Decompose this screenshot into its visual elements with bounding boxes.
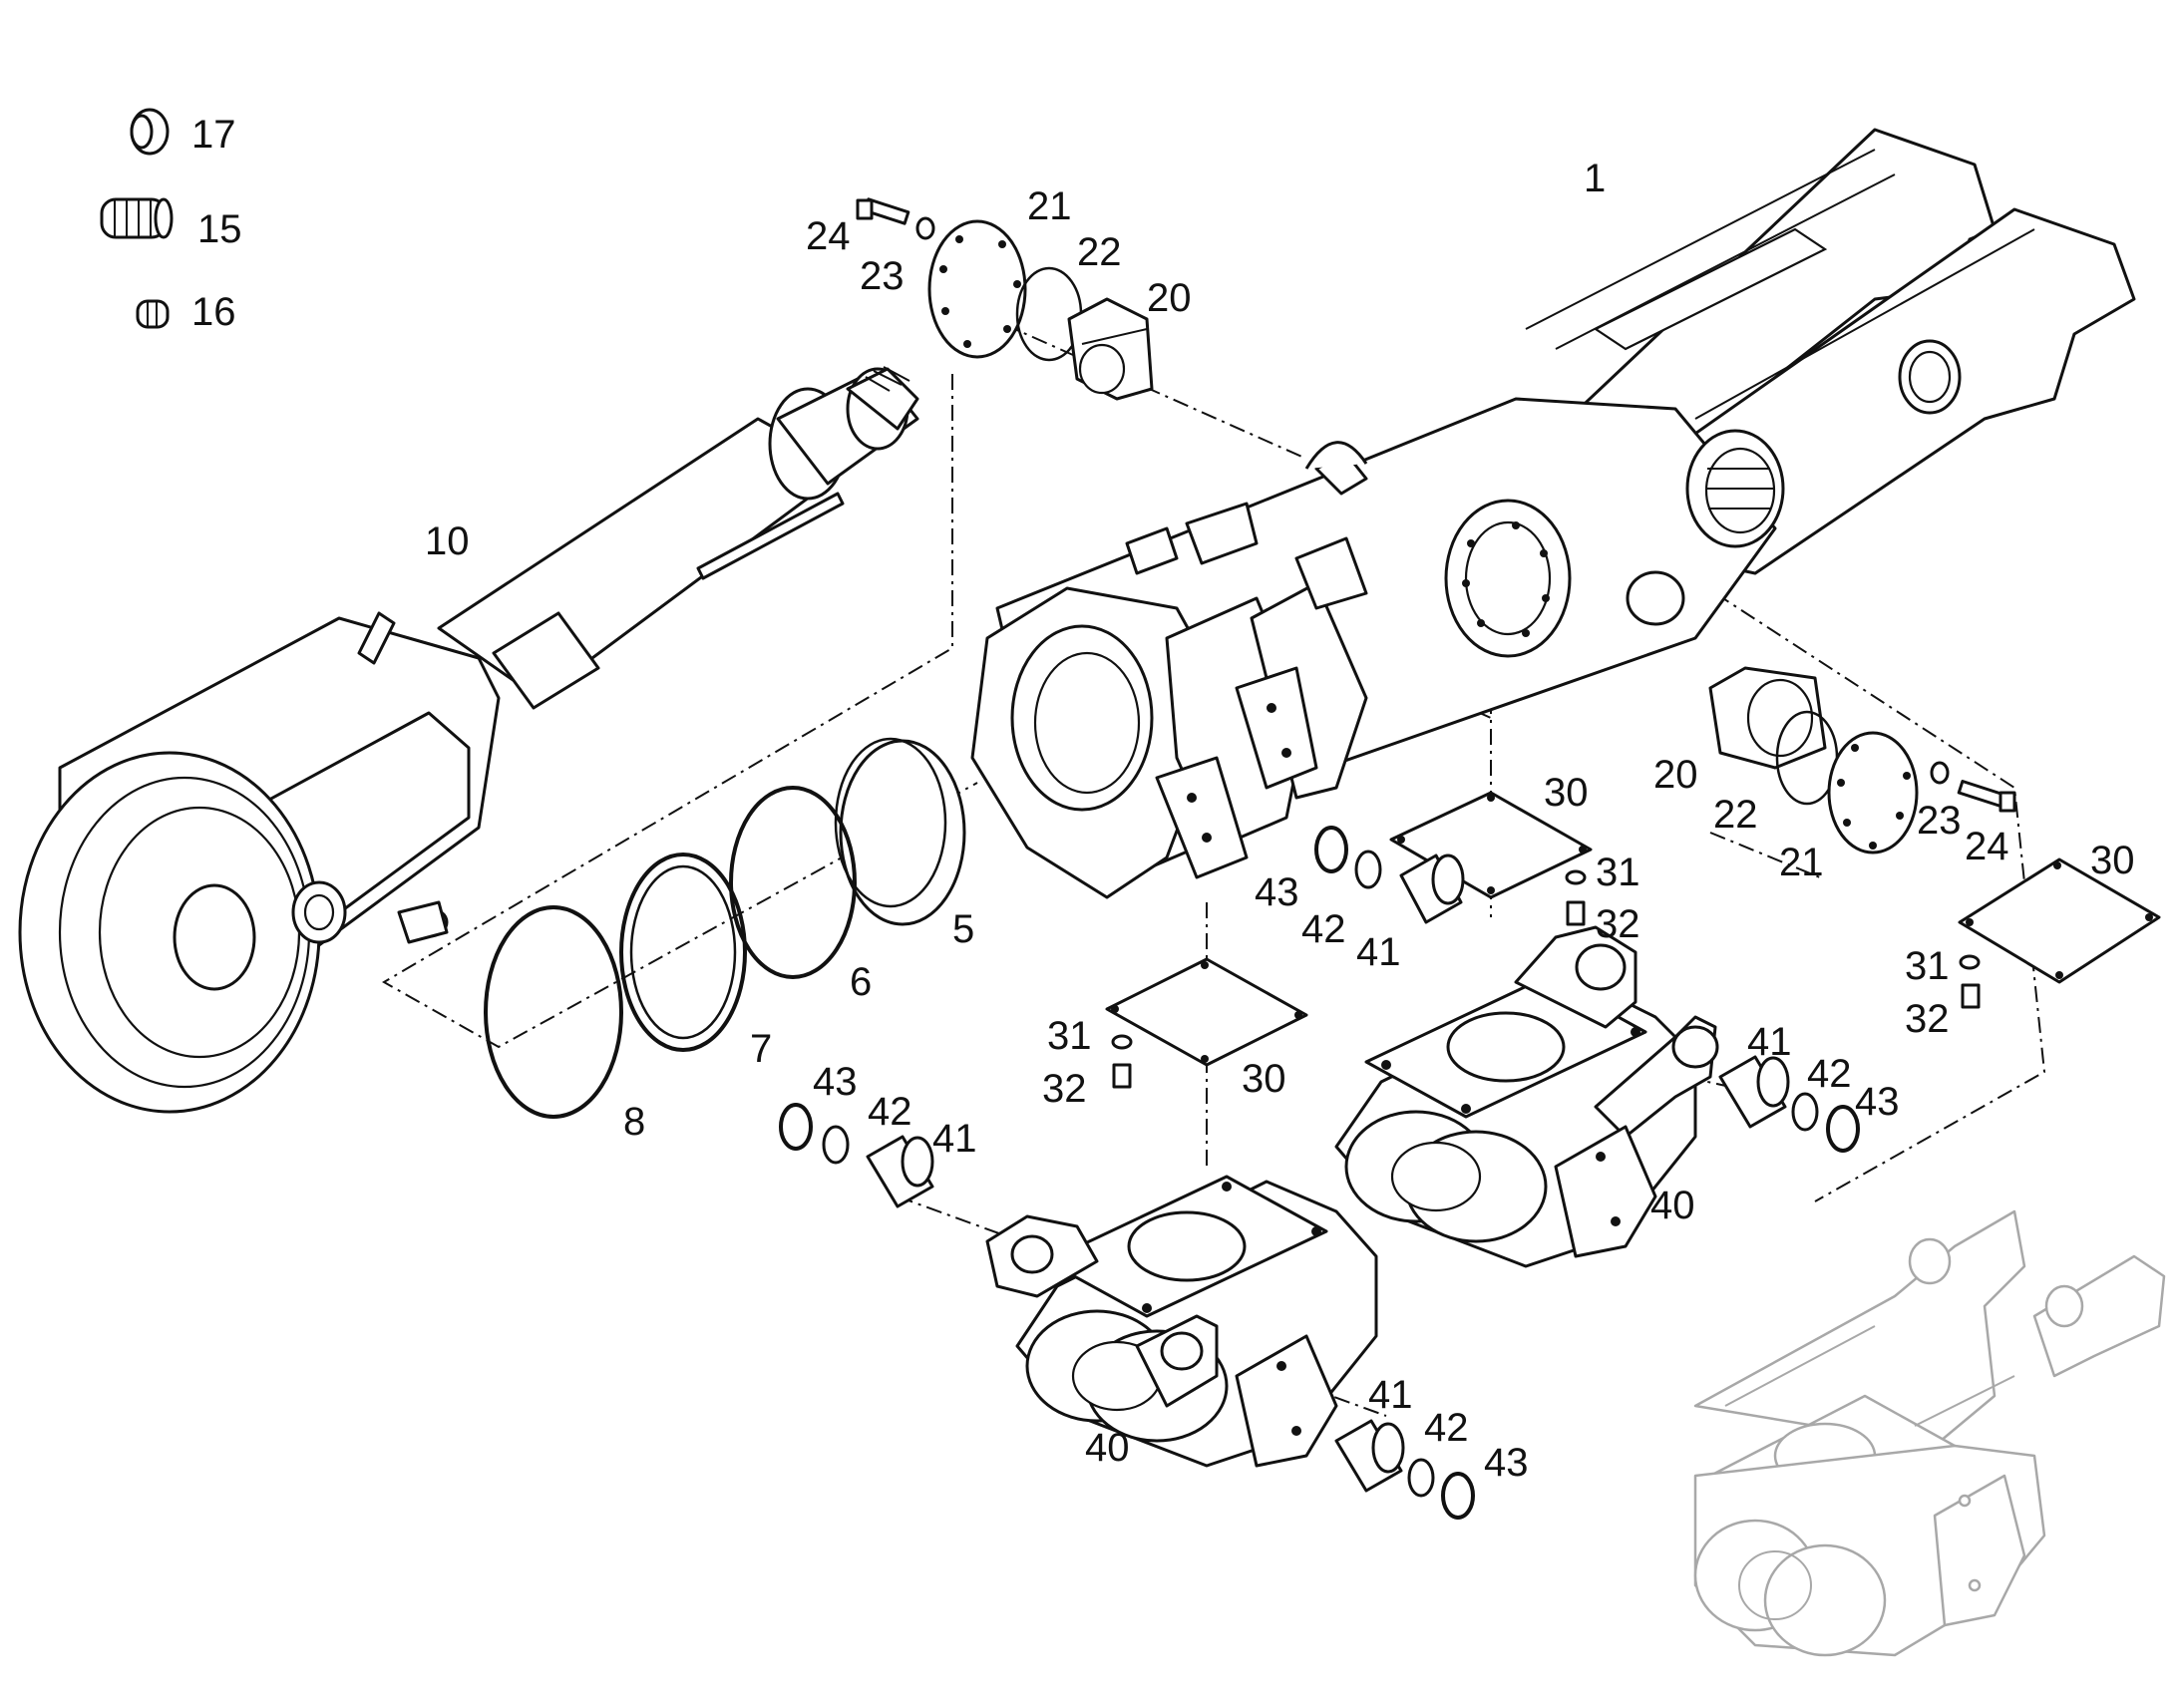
- callout-7: 7: [750, 1027, 772, 1071]
- part-30-cover-plate-right: [1958, 857, 2161, 984]
- reference-assembly-ghost: [1693, 1209, 2166, 1657]
- callout-24: 24: [1965, 825, 2009, 868]
- callout-31: 31: [1905, 944, 1950, 988]
- callout-41: 41: [1368, 1373, 1413, 1417]
- part-42-washer-d: [1407, 1458, 1435, 1498]
- part-43-circlip-a: [1314, 826, 1348, 873]
- part-5-sleeve: [834, 737, 966, 926]
- legend-part-16-spring-icon: [136, 299, 170, 329]
- callout-20: 20: [1147, 276, 1192, 320]
- callout-8: 8: [623, 1100, 645, 1144]
- callout-42: 42: [1807, 1052, 1852, 1096]
- legend-part-17-ring-icon: [130, 108, 170, 156]
- part-23-washer-right: [1930, 761, 1950, 785]
- part-30-cover-plate-left: [1105, 957, 1308, 1067]
- callout-23: 23: [1917, 799, 1962, 843]
- callout-23: 23: [860, 254, 905, 298]
- callout-40: 40: [1650, 1184, 1695, 1227]
- part-21-cap-plate-right: [1827, 731, 1919, 854]
- callout-22: 22: [1077, 230, 1122, 274]
- callout-43: 43: [1255, 870, 1299, 914]
- part-8-o-ring: [484, 905, 623, 1119]
- part-1-roller-frame: [970, 128, 2136, 899]
- callout-42: 42: [868, 1090, 912, 1134]
- part-24-bolt-right: [1957, 779, 2016, 813]
- part-10-idler-recoil-assembly: [18, 366, 919, 1114]
- callout-30: 30: [2090, 839, 2135, 882]
- part-24-bolt-upper: [856, 197, 910, 225]
- part-42-washer-c: [1791, 1092, 1819, 1132]
- callout-16: 16: [191, 290, 236, 334]
- callout-41: 41: [1356, 930, 1401, 974]
- part-23-washer-upper: [915, 216, 935, 240]
- part-32-screw-right: [1961, 983, 1981, 1009]
- part-20-bushing-upper: [1067, 297, 1154, 401]
- callout-43: 43: [1484, 1441, 1529, 1485]
- part-32-screw-center: [1566, 900, 1586, 926]
- callout-32: 32: [1042, 1067, 1087, 1111]
- callout-30: 30: [1544, 771, 1589, 815]
- part-31-washer-center: [1565, 869, 1587, 885]
- part-21-cap-plate-upper: [927, 219, 1027, 359]
- callout-24: 24: [806, 214, 851, 258]
- callout-31: 31: [1596, 851, 1640, 894]
- callout-32: 32: [1905, 997, 1950, 1041]
- callout-21: 21: [1779, 841, 1824, 884]
- part-20-bushing-right: [1708, 666, 1827, 770]
- part-41-pin-c: [1718, 1055, 1790, 1129]
- callout-labels: 17 15 16 1 21 24 22 23 20 10 30 20 22 23…: [191, 113, 2135, 1485]
- part-40-roller-bogie-right: [1334, 925, 1719, 1268]
- part-43-circlip-b: [779, 1103, 813, 1151]
- legend-part-15-spring-icon: [100, 197, 174, 239]
- callout-43: 43: [1855, 1080, 1900, 1124]
- part-31-washer-right: [1959, 954, 1981, 970]
- callout-10: 10: [425, 519, 470, 563]
- part-40-roller-bogie-left: [985, 1175, 1378, 1468]
- part-41-pin-d: [1334, 1419, 1405, 1493]
- part-41-pin-b: [866, 1135, 934, 1208]
- part-31-washer-left: [1111, 1034, 1133, 1050]
- callout-5: 5: [952, 907, 974, 951]
- callout-43: 43: [813, 1060, 858, 1104]
- part-6-o-ring: [729, 786, 857, 979]
- callout-42: 42: [1301, 907, 1346, 951]
- part-41-pin-a: [1399, 854, 1465, 924]
- callout-1: 1: [1584, 157, 1606, 200]
- callout-42: 42: [1424, 1406, 1469, 1450]
- part-43-circlip-c: [1826, 1105, 1860, 1153]
- part-32-screw-left: [1112, 1063, 1132, 1089]
- callout-15: 15: [197, 207, 242, 251]
- callout-20: 20: [1653, 753, 1698, 797]
- part-42-washer-a: [1354, 850, 1382, 889]
- callout-17: 17: [191, 113, 236, 157]
- callout-6: 6: [850, 960, 872, 1004]
- callout-30: 30: [1242, 1057, 1286, 1101]
- callout-32: 32: [1596, 902, 1640, 946]
- callout-41: 41: [1747, 1020, 1792, 1064]
- part-43-circlip-d: [1441, 1472, 1475, 1520]
- callout-31: 31: [1047, 1014, 1092, 1058]
- callout-40: 40: [1085, 1426, 1130, 1470]
- callout-21: 21: [1027, 184, 1072, 228]
- callout-41: 41: [932, 1117, 977, 1161]
- part-7-seal-ring: [619, 853, 747, 1052]
- callout-22: 22: [1713, 793, 1758, 837]
- part-42-washer-b: [822, 1125, 850, 1165]
